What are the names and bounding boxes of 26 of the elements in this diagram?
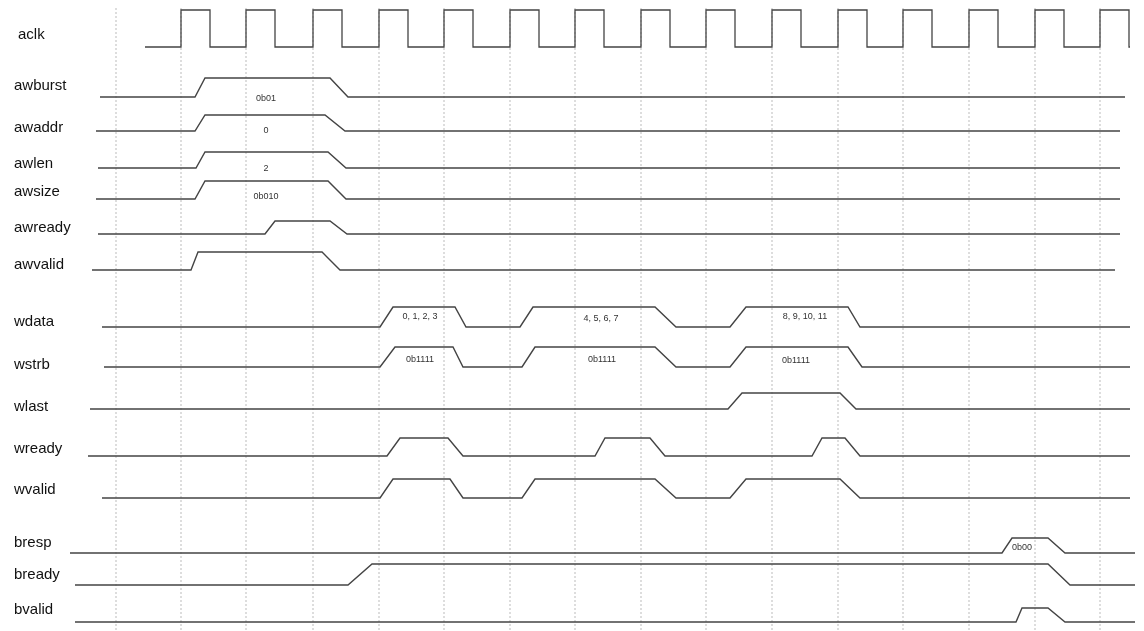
bus-value: 4, 5, 6, 7 [583,313,619,323]
bus-value: 0b1111 [588,354,616,364]
signal-name: wdata [14,311,55,329]
bus-value: 0b01 [256,93,276,103]
bus-value: 8, 9, 10, 11 [782,311,828,321]
signal-name: awburst [14,75,67,93]
bus-value: 0b00 [1012,542,1032,552]
signal-name: wready [14,438,63,456]
signal-name: bvalid [14,599,54,617]
signal-name: awvalid [14,254,65,272]
signal-name: awsize [14,181,60,199]
signal-name: awlen [14,153,54,171]
bus-value: 0b1111 [782,355,810,365]
signal-name: wstrb [14,354,50,372]
signal-name: wlast [14,396,49,414]
bus-value: 2 [263,163,269,173]
signal-name: awaddr [14,117,64,135]
bus-value: 0, 1, 2, 3 [402,311,438,321]
signal-name: awready [14,217,71,235]
bus-value: 0b010 [253,191,279,201]
bus-value: 0b1111 [406,354,434,364]
signal-name: aclk [18,24,45,42]
signal-name: wvalid [14,479,56,497]
bus-value: 0 [263,125,269,135]
signal-name: bready [14,564,60,582]
signal-name: bresp [14,532,52,550]
